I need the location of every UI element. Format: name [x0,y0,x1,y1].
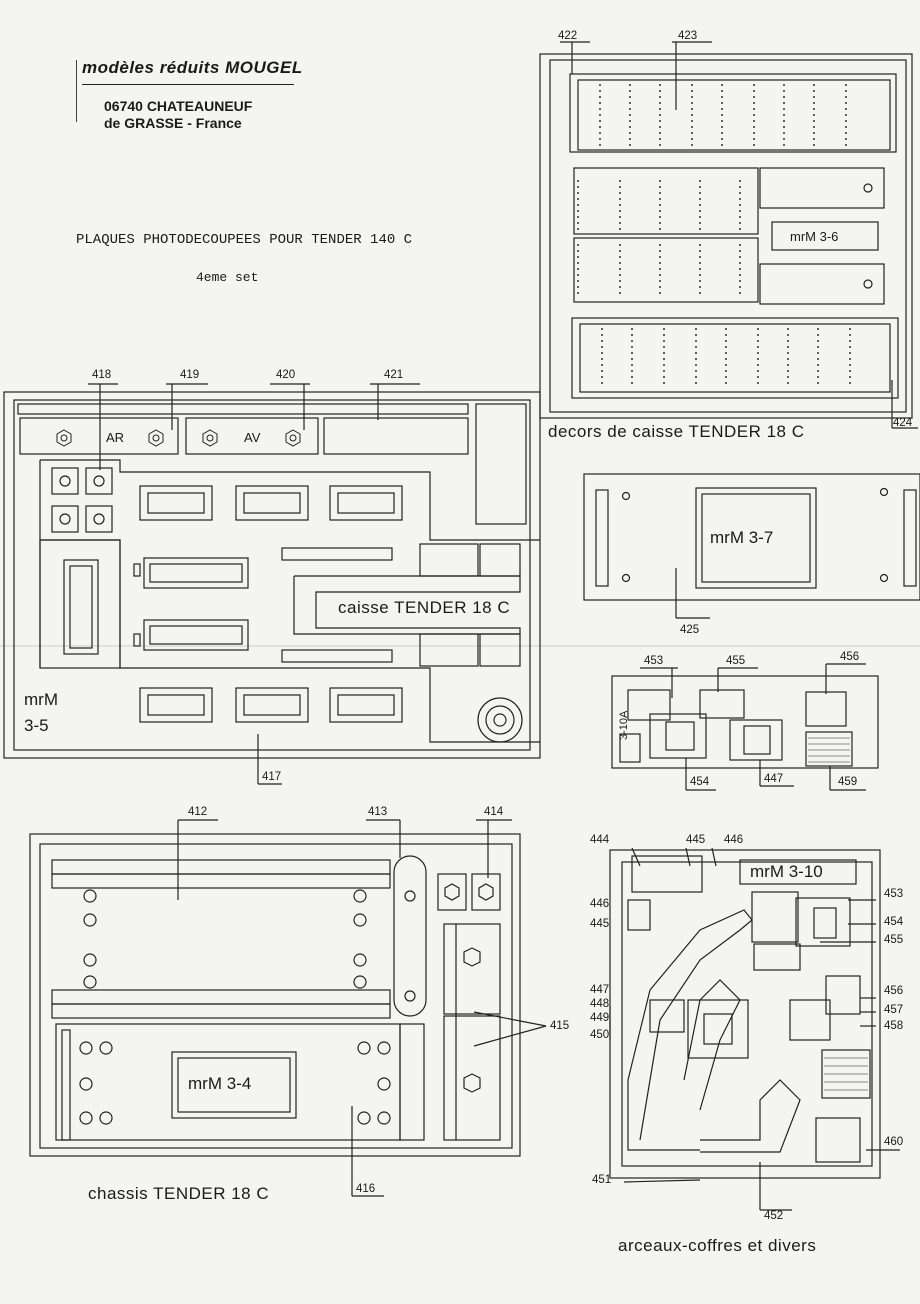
part-label-421: 421 [384,369,404,381]
page-subtitle: 4eme set [196,270,259,285]
part-label-451: 451 [592,1174,612,1186]
part-label-455b: 455 [884,934,904,946]
part-label-453b: 453 [884,888,904,900]
part-label-418: 418 [92,369,112,381]
plate-3-7 [583,473,920,619]
part-label-447a: 447 [764,773,784,785]
plate-chassis [29,819,547,1197]
part-label-459: 459 [838,776,858,788]
page-title: PLAQUES PHOTODECOUPEES POUR TENDER 140 C [76,232,413,248]
part-label-412: 412 [188,806,208,818]
part-label-454a: 454 [690,776,710,788]
caption-caisse: caisse TENDER 18 C [338,598,511,617]
part-label-422: 422 [558,30,578,42]
plate-arceaux [609,847,900,1211]
part-label-423: 423 [678,30,698,42]
plate-code-3-5-line1: mrM [24,690,58,709]
address-line-1: 06740 CHATEAUNEUF [104,98,253,114]
part-label-414: 414 [484,806,504,818]
brand-underline [82,84,294,85]
part-label-452: 452 [764,1210,784,1222]
header-divider [76,60,77,122]
part-label-448: 448 [590,998,610,1010]
part-label-446: 446 [724,834,744,846]
plate-code-3-7: mrM 3-7 [710,528,774,547]
part-label-460: 460 [884,1136,904,1148]
plate-code-3-10a: 3-10A [618,710,630,740]
part-label-456b: 456 [884,985,904,997]
caption-chassis: chassis TENDER 18 C [88,1184,270,1203]
part-label-424: 424 [893,417,913,429]
part-label-416: 416 [356,1183,376,1195]
part-label-413: 413 [368,806,388,818]
part-label-445b: 445 [590,918,610,930]
part-label-458: 458 [884,1020,904,1032]
part-label-446b: 446 [590,898,610,910]
plate-code-3-10: mrM 3-10 [750,862,823,881]
caption-decors: decors de caisse TENDER 18 C [548,422,805,441]
part-label-445: 445 [686,834,706,846]
caption-arceaux: arceaux-coffres et divers [618,1236,817,1255]
part-label-417: 417 [262,771,282,783]
part-label-425: 425 [680,624,700,636]
plate-code-3-4: mrM 3-4 [188,1074,252,1093]
plate-caisse [3,383,541,785]
plate-3-10a [611,663,879,791]
part-label-457: 457 [884,1004,904,1016]
part-label-447b: 447 [590,984,610,996]
mark-av: AV [244,430,261,445]
mark-ar: AR [106,430,125,445]
part-label-444: 444 [590,834,610,846]
plate-code-3-5-line2: 3-5 [24,716,49,735]
part-label-449: 449 [590,1012,610,1024]
part-label-453a: 453 [644,655,664,667]
part-label-454b: 454 [884,916,904,928]
part-label-419: 419 [180,369,200,381]
plate-decors [539,41,918,429]
part-label-420: 420 [276,369,296,381]
part-label-456a: 456 [840,651,860,663]
address-line-2: de GRASSE - France [104,115,242,131]
brand-name: modèles réduits MOUGEL [82,58,303,77]
plate-code-3-6: mrM 3-6 [790,229,839,244]
part-label-455a: 455 [726,655,746,667]
part-label-415: 415 [550,1020,570,1032]
part-label-450: 450 [590,1029,610,1041]
